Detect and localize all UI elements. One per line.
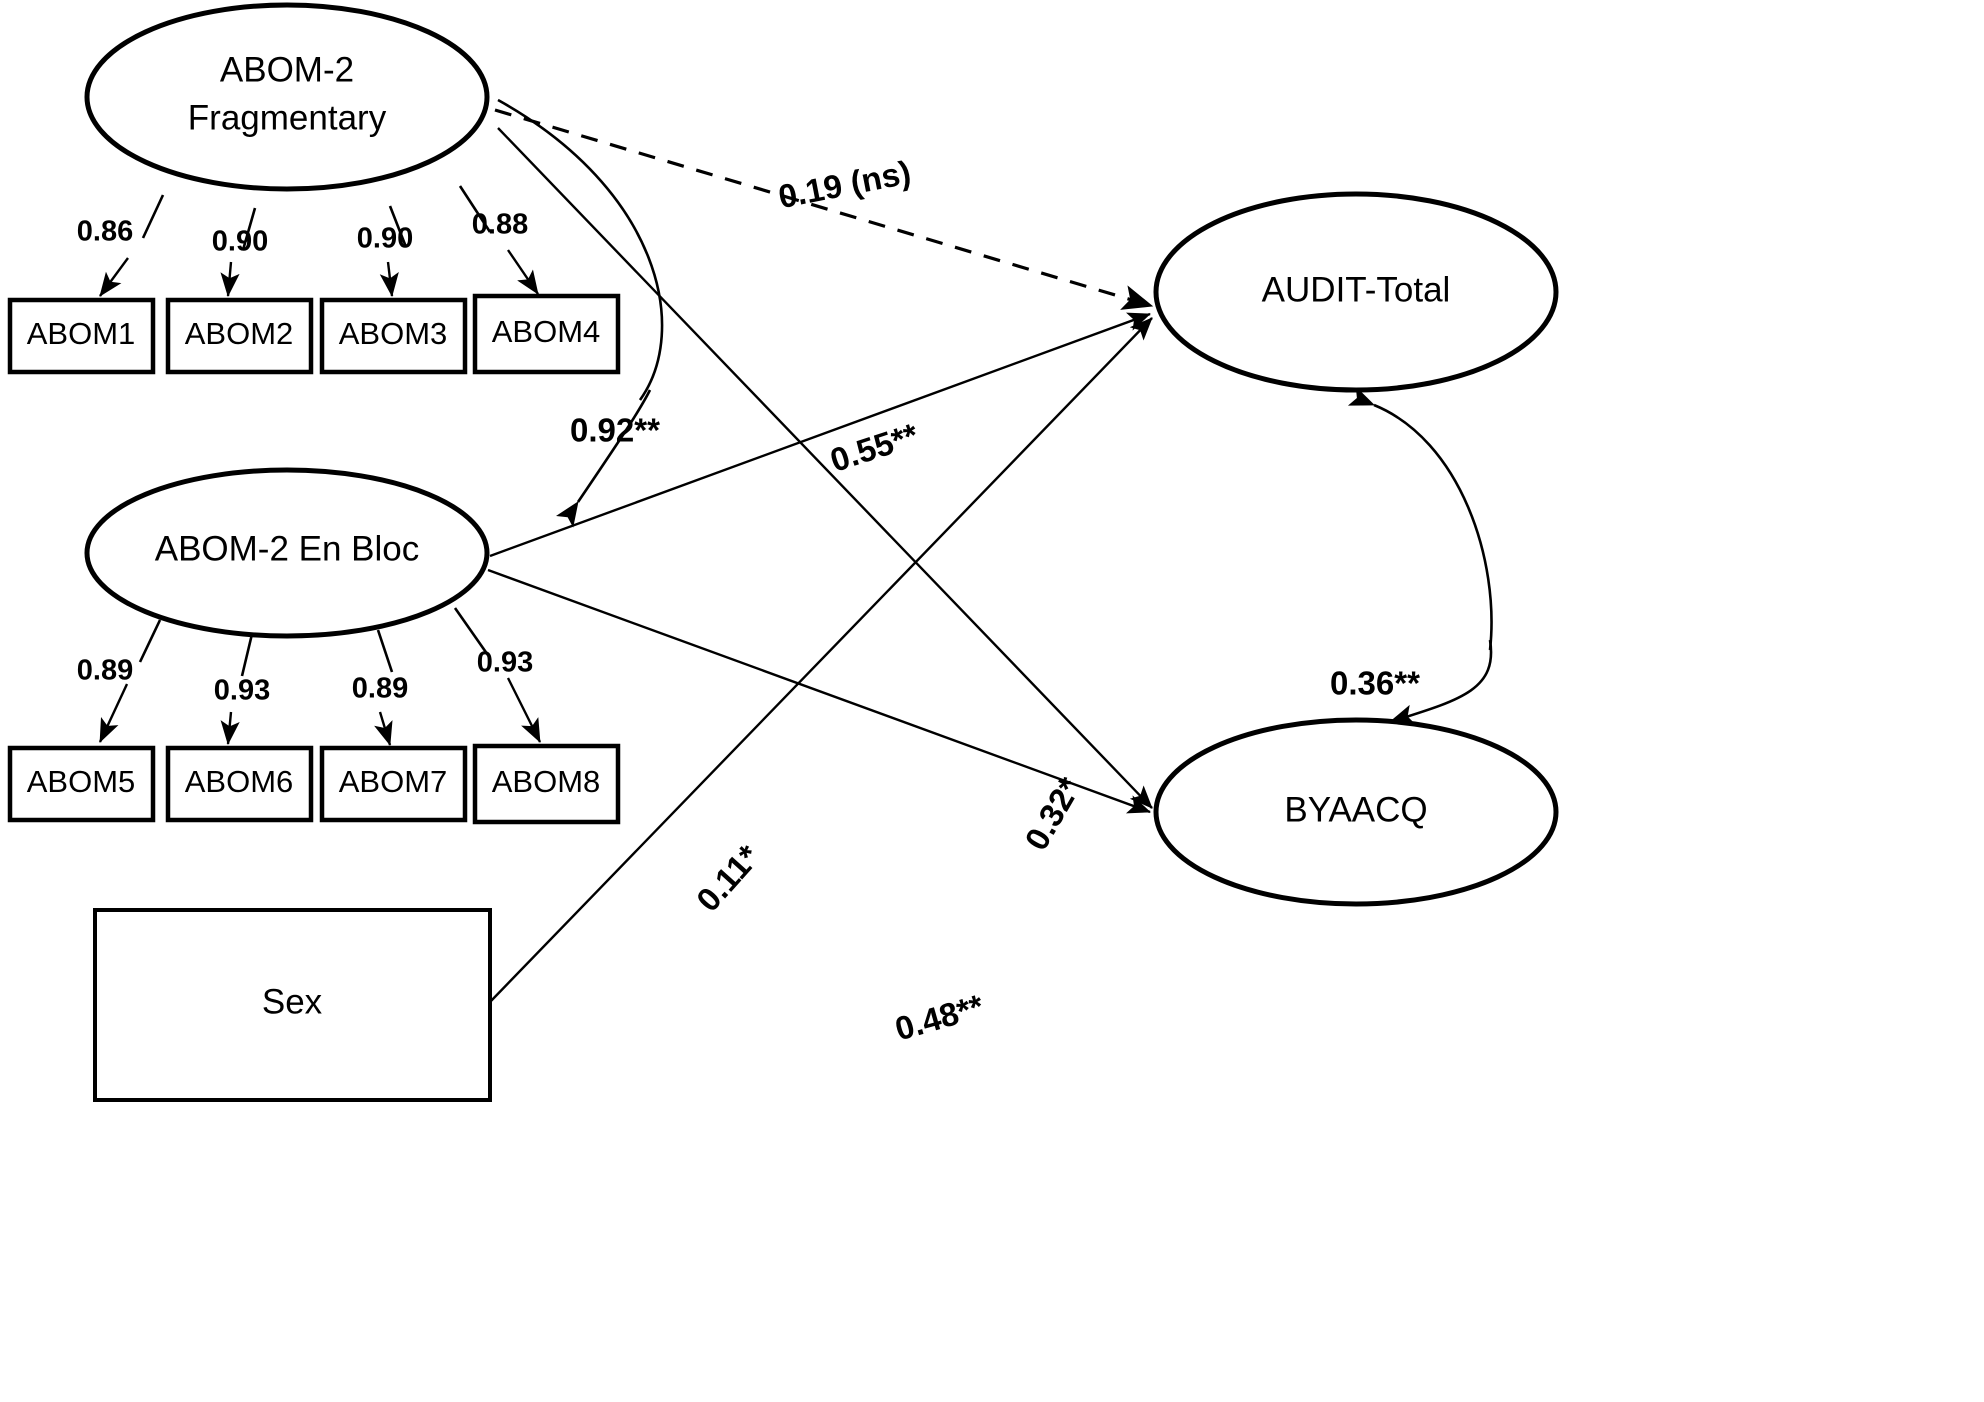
path-enbloc-to-byaacq bbox=[487, 568, 1151, 814]
path-sex-to-audit bbox=[489, 317, 1153, 1003]
path-label-frag-to-byaacq: 0.32* bbox=[1017, 771, 1088, 856]
node-abom2-en-bloc-label: ABOM-2 En Bloc bbox=[155, 529, 420, 568]
indicator-box-abom6[interactable]: ABOM6 bbox=[165, 745, 314, 823]
indicator-abom1-label: ABOM1 bbox=[27, 316, 136, 351]
loading-label-abom3: 0.90 bbox=[357, 223, 413, 255]
indicator-box-abom8[interactable]: ABOM8 bbox=[472, 743, 621, 825]
indicator-abom7-label: ABOM7 bbox=[339, 764, 448, 799]
indicator-box-abom7[interactable]: ABOM7 bbox=[319, 745, 468, 823]
path-label-frag-to-audit: 0.19 (ns) bbox=[775, 153, 913, 215]
path-fragmentary-to-byaacq bbox=[497, 127, 1153, 809]
correlation-audit-byaacq bbox=[1347, 386, 1493, 725]
indicator-abom8-label: ABOM8 bbox=[492, 764, 601, 799]
indicator-box-abom2[interactable]: ABOM2 bbox=[165, 297, 314, 375]
path-label-enbloc-to-byaacq: 0.48** bbox=[891, 987, 988, 1047]
loading-arrows-en-bloc bbox=[98, 677, 542, 746]
indicator-abom2-label: ABOM2 bbox=[185, 316, 294, 351]
indicator-abom3-label: ABOM3 bbox=[339, 316, 448, 351]
node-byaacq[interactable]: BYAACQ bbox=[1153, 717, 1559, 907]
loading-stubs-en-bloc bbox=[138, 607, 492, 677]
indicator-box-abom5[interactable]: ABOM5 bbox=[7, 745, 156, 823]
loading-label-abom6: 0.93 bbox=[214, 675, 270, 707]
path-label-sex-to-audit: 0.11* bbox=[689, 838, 767, 919]
node-abom2-fragmentary-label-line2: Fragmentary bbox=[188, 98, 387, 137]
loading-label-abom8: 0.93 bbox=[477, 647, 533, 679]
loading-label-abom5: 0.89 bbox=[77, 655, 133, 687]
node-audit-total-label: AUDIT-Total bbox=[1262, 270, 1451, 309]
indicator-abom5-label: ABOM5 bbox=[27, 764, 136, 799]
path-label-enbloc-to-audit: 0.55** bbox=[826, 416, 923, 479]
path-fragmentary-to-audit bbox=[494, 108, 1154, 310]
node-audit-total[interactable]: AUDIT-Total bbox=[1153, 191, 1559, 393]
node-sex-label: Sex bbox=[262, 982, 323, 1021]
loading-label-abom1: 0.86 bbox=[77, 216, 133, 248]
node-abom2-fragmentary[interactable]: ABOM-2 Fragmentary bbox=[84, 2, 490, 192]
indicator-abom4-label: ABOM4 bbox=[492, 314, 601, 349]
loading-label-abom4: 0.88 bbox=[472, 209, 528, 241]
node-byaacq-label: BYAACQ bbox=[1284, 790, 1427, 829]
correlation-fragmentary-enbloc bbox=[497, 98, 664, 528]
path-enbloc-to-audit bbox=[489, 312, 1151, 558]
indicator-box-abom3[interactable]: ABOM3 bbox=[319, 297, 468, 375]
correlation-label-audit-byaacq: 0.36** bbox=[1330, 665, 1420, 702]
loading-label-abom7: 0.89 bbox=[352, 673, 408, 705]
indicator-box-abom4[interactable]: ABOM4 bbox=[472, 293, 621, 375]
node-abom2-en-bloc[interactable]: ABOM-2 En Bloc bbox=[84, 467, 490, 639]
loading-stubs-fragmentary bbox=[141, 185, 492, 251]
node-sex[interactable]: Sex bbox=[93, 908, 492, 1102]
indicator-box-abom1[interactable]: ABOM1 bbox=[7, 297, 156, 375]
indicator-abom6-label: ABOM6 bbox=[185, 764, 294, 799]
correlation-label-frag-enbloc: 0.92** bbox=[570, 412, 660, 449]
node-abom2-fragmentary-label-line1: ABOM-2 bbox=[220, 50, 354, 89]
loading-arrows-fragmentary bbox=[99, 249, 539, 297]
loading-label-abom2: 0.90 bbox=[212, 226, 268, 258]
